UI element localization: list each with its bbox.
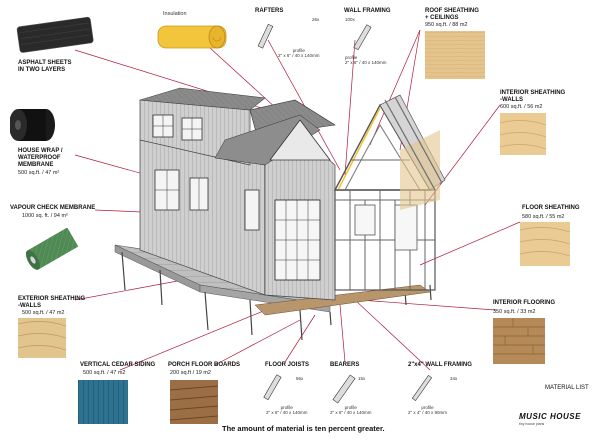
roof-sheathing-area: 950 sq.ft. / 88 m2 (425, 22, 468, 28)
interior-walls-label: INTERIOR SHEATHING -WALLS (500, 90, 566, 103)
exterior-walls-swatch (17, 318, 67, 358)
rafter-profile-icon (255, 22, 277, 50)
bearer-profile-icon (330, 372, 358, 406)
interior-flooring-label: INTERIOR FLOORING (493, 300, 555, 306)
rafters-profile: profile 2" x 6" / 40 x 140mm (278, 48, 320, 58)
wall-framing-qty: 100x (345, 17, 355, 22)
interior-flooring-swatch (493, 318, 545, 364)
house-wrap-area: 500 sq.ft. / 47 m² (18, 170, 60, 176)
floor-joists-label: FLOOR JOISTS (265, 362, 310, 368)
floor-sheathing-swatch (519, 222, 571, 266)
vapour-label: VAPOUR CHECK MEMBRANE (10, 205, 96, 211)
floor-sheathing-area: 580 sq.ft. / 55 m2 (522, 214, 565, 220)
bearers-qty: 15x (358, 376, 366, 381)
exterior-walls-area: 500 sq.ft. / 47 m2 (22, 310, 65, 316)
house-wrap-label: HOUSE WRAP / WATERPROOF MEMBRANE (18, 148, 63, 168)
vapour-membrane-roll-image (22, 227, 82, 270)
wall-stud-profile-icon (350, 22, 378, 52)
cedar-label: VERTICAL CEDAR SIDING (80, 362, 156, 368)
vapour-area: 1000 sq. ft. / 94 m² (22, 213, 68, 219)
insulation-label: Insulation (163, 11, 187, 17)
bearers-profile: profile 2" x 6" / 40 x 140mm (330, 405, 372, 415)
wall-framing-2x4-qty: 34x (450, 376, 458, 381)
house-wrap-roll-image (9, 105, 60, 145)
interior-flooring-area: 350 sq.ft. / 33 m2 (493, 309, 536, 315)
interior-walls-area: 600 sq.ft. / 56 m2 (500, 104, 543, 110)
porch-boards-swatch (169, 380, 219, 424)
floor-joist-profile-icon (262, 372, 284, 402)
wall-framing-2x4-label: 2"x4" WALL FRAMING (408, 362, 472, 368)
asphalt-label: ASPHALT SHEETS IN TWO LAYERS (18, 60, 72, 73)
roof-sheathing-swatch (425, 31, 485, 79)
footer-note: The amount of material is ten percent gr… (222, 424, 385, 433)
wall-framing-profile: profile 2" x 6" / 40 x 140mm (345, 55, 387, 65)
bearers-label: BEARERS (330, 362, 360, 368)
floor-joists-qty: 56x (296, 376, 304, 381)
wall-stud-2x4-profile-icon (410, 372, 436, 404)
asphalt-roll-image (12, 12, 96, 56)
interior-walls-swatch (499, 113, 547, 155)
floor-joists-profile: profile 2" x 6" / 40 x 140mm (266, 405, 308, 415)
cedar-siding-swatch (78, 380, 128, 424)
cedar-area: 500 sq.ft. / 47 m2 (83, 370, 126, 376)
wall-framing-label: WALL FRAMING (344, 8, 391, 14)
roof-sheathing-label: ROOF SHEATHING + CEILINGS (425, 8, 479, 21)
brand-tagline: tiny house plans (519, 422, 545, 426)
insulation-image (155, 22, 230, 52)
material-list-label: MATERIAL LIST (545, 385, 589, 391)
rafters-label: RAFTERS (255, 8, 284, 14)
exterior-walls-label: EXTERIOR SHEATHING -WALLS (18, 296, 86, 309)
porch-area: 200 sq.ft / 19 m2 (170, 370, 211, 376)
porch-label: PORCH FLOOR BOARDS (168, 362, 240, 368)
wall-framing-2x4-profile: profile 2" x 4" / 40 x 90mm (408, 405, 447, 415)
rafters-qty: 26x (312, 17, 320, 22)
floor-sheathing-label: FLOOR SHEATHING (522, 205, 580, 211)
brand-logo: MUSIC HOUSE (519, 412, 581, 421)
